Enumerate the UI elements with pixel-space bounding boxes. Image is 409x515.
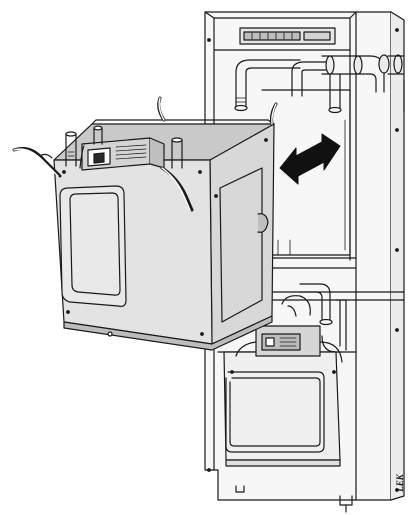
rear-bay <box>261 89 351 256</box>
lek-stamp-text: LEK <box>395 474 405 492</box>
lek-stamp: LEK <box>393 466 407 502</box>
slide-direction-arrow <box>279 133 341 185</box>
module-cables <box>281 295 311 317</box>
top-rail <box>239 27 336 45</box>
module-pipe-stubs <box>65 125 183 169</box>
lifting-straps <box>12 96 278 212</box>
installed-module <box>223 325 343 467</box>
removed-module <box>53 119 275 351</box>
module-control-box <box>81 137 165 171</box>
pipe-connections <box>234 54 405 114</box>
